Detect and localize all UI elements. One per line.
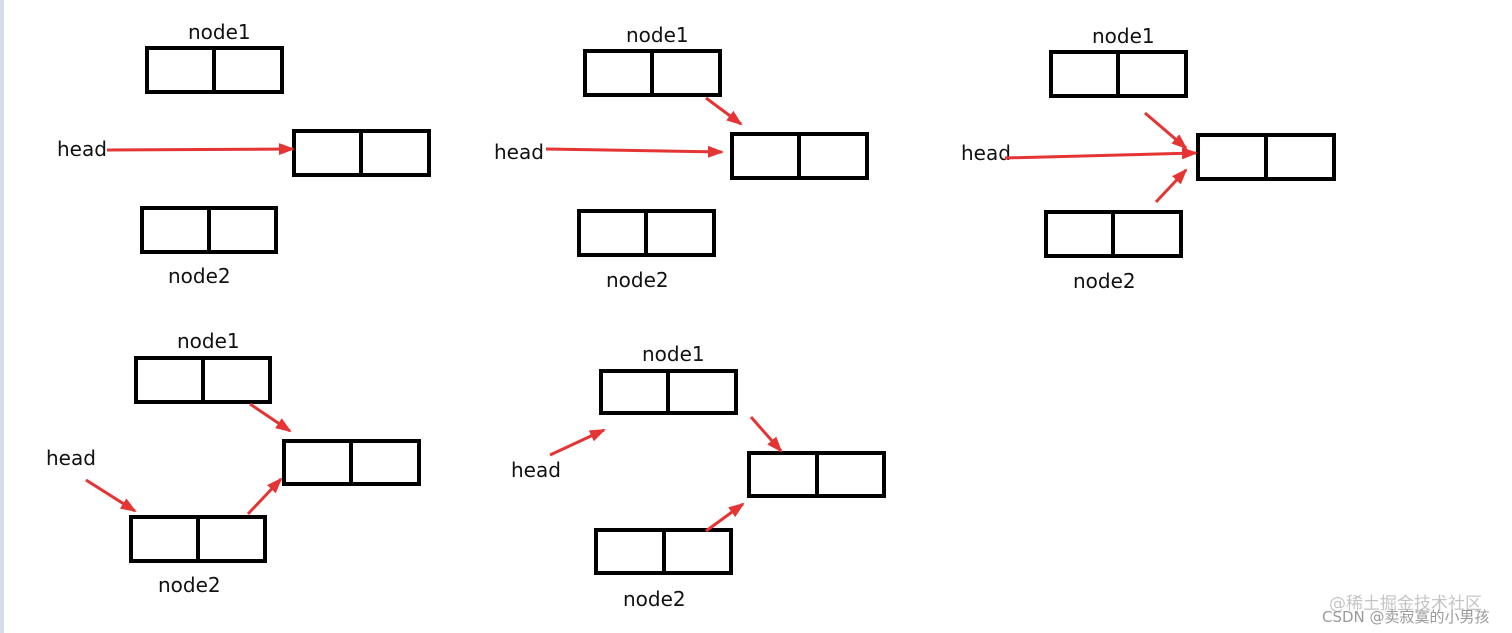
node2-label: node2 [1073,269,1136,293]
panel-1: node1 node2 head [57,20,431,288]
node2-box [129,515,267,563]
panel-4: node1 node2 head [46,329,421,597]
head-pointer-arrow [1004,147,1198,160]
panel-5: node1 node2 head [511,342,886,611]
node2-label: node2 [158,573,221,597]
node2-box [577,209,716,257]
new-node-box [292,129,431,177]
node2-label: node2 [623,587,686,611]
node1-label: node1 [626,23,689,47]
node2-next-arrow [1154,168,1188,204]
node1-label: node1 [177,329,240,353]
new-node-box [747,451,886,498]
node1-next-arrow [705,96,743,126]
head-label: head [46,446,96,470]
node1-label: node1 [642,342,705,366]
head-pointer-arrow [545,145,724,158]
head-label: head [57,137,107,161]
watermark-csdn: CSDN @卖寂寞的小男孩 [1322,608,1490,626]
node2-label: node2 [168,264,231,288]
new-node-box [282,439,421,486]
node2-label: node2 [606,268,669,292]
node1-box [583,49,722,97]
node1-next-arrow [1144,111,1188,150]
node1-box [599,369,738,415]
node2-box [594,528,733,575]
node1-next-arrow [249,402,292,433]
new-node-box [1196,133,1336,181]
head-label: head [494,140,544,164]
watermark-juejin: @稀土掘金技术社区 [1329,594,1482,614]
node1-next-arrow [749,416,783,453]
node1-box [1049,50,1188,98]
node1-box [134,356,272,404]
node1-label: node1 [1092,24,1155,48]
new-node-box [730,132,869,180]
node1-box [145,46,284,94]
head-label: head [511,458,561,482]
node1-label: node1 [188,20,251,44]
node2-next-arrow [246,477,283,516]
node2-next-arrow [705,502,745,533]
head-pointer-arrow [549,428,606,457]
head-pointer-arrow [85,478,137,513]
node2-box [1044,210,1183,258]
node2-box [140,206,278,254]
page-left-edge [0,0,4,633]
panel-3: node1 node2 head [961,24,1336,293]
head-label: head [961,141,1011,165]
panel-2: node1 node2 head [494,23,869,292]
head-pointer-arrow [106,143,295,156]
